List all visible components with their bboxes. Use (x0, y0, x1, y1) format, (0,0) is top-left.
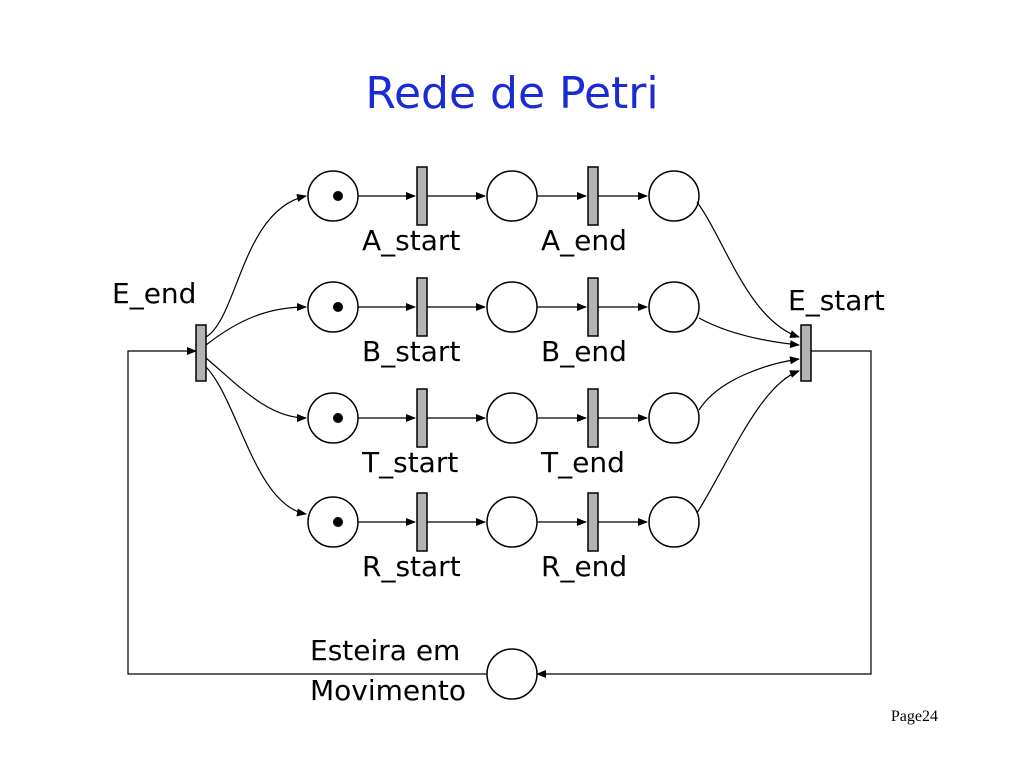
place-b-busy (486, 281, 538, 333)
place-a-busy (486, 170, 538, 222)
transition-a-end (587, 166, 599, 226)
arc-e-end-to-r (205, 366, 307, 517)
token-r (333, 517, 343, 527)
arc-esteira-to-e-end (127, 347, 487, 675)
arc-e-end-to-t (205, 357, 307, 422)
place-t-busy (486, 392, 538, 444)
arc-e-end-to-a (205, 194, 307, 338)
transition-a-start (416, 166, 428, 226)
place-t-done (648, 392, 700, 444)
place-r-busy (486, 496, 538, 548)
transition-t-start (416, 388, 428, 448)
arc-r-to-e-start (696, 370, 800, 514)
label-e-end: E_end (112, 277, 196, 310)
transition-r-end (587, 492, 599, 552)
label-a-start: A_start (362, 224, 460, 257)
label-r-start: R_start (362, 550, 461, 583)
token-t (333, 413, 343, 423)
label-esteira-line2: Movimento (310, 674, 466, 707)
slide-title: Rede de Petri (365, 68, 659, 119)
arc-e-start-to-esteira (536, 350, 872, 678)
transition-t-end (587, 388, 599, 448)
place-r-done (648, 496, 700, 548)
label-a-end: A_end (541, 224, 627, 257)
label-e-start: E_start (788, 284, 885, 317)
place-b-done (648, 281, 700, 333)
label-r-end: R_end (541, 550, 627, 583)
label-b-start: B_start (362, 335, 460, 368)
label-t-end: T_end (540, 446, 625, 479)
transition-b-start (416, 277, 428, 337)
place-esteira (486, 648, 538, 700)
label-esteira-line1: Esteira em (310, 634, 460, 667)
label-t-start: T_start (361, 446, 458, 479)
arc-a-to-e-start (696, 201, 800, 338)
arc-t-to-e-start (698, 356, 800, 411)
place-a-done (648, 170, 700, 222)
arc-e-end-to-b (205, 303, 307, 346)
token-a (333, 191, 343, 201)
token-b (333, 302, 343, 312)
transition-e-end (195, 324, 207, 382)
transition-b-end (587, 277, 599, 337)
transition-r-start (416, 492, 428, 552)
transition-e-start (800, 324, 812, 382)
arc-b-to-e-start (698, 317, 800, 349)
page-number: Page24 (890, 708, 938, 725)
label-b-end: B_end (541, 335, 627, 368)
